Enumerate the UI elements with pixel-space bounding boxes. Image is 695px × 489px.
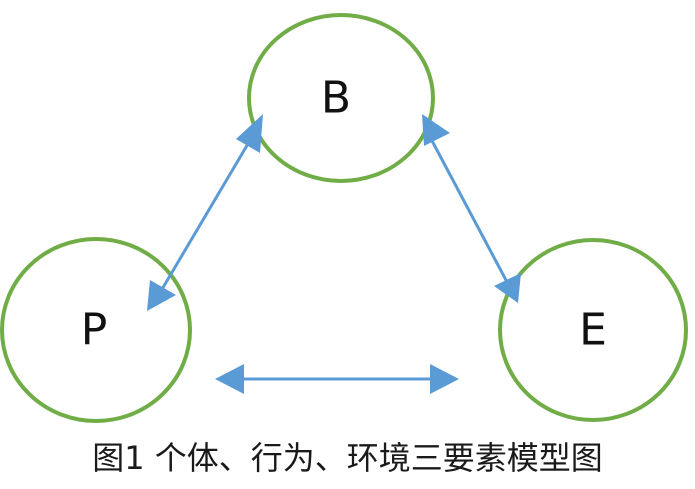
node-p: P — [0, 237, 192, 423]
edge-b-p-arrowhead-top — [236, 114, 263, 153]
edge-p-e — [215, 364, 459, 394]
node-e: E — [498, 238, 688, 422]
node-e-circle — [498, 238, 688, 422]
edge-b-e — [422, 114, 521, 303]
edge-b-p — [147, 114, 263, 311]
edge-b-p-line — [156, 136, 254, 297]
node-b-circle — [247, 13, 435, 183]
edge-p-e-arrowhead-right — [430, 364, 459, 394]
node-p-circle — [0, 237, 192, 423]
node-p-label: P — [81, 305, 108, 356]
node-b: B — [247, 13, 435, 183]
figure-caption: 图1 个体、行为、环境三要素模型图 — [92, 439, 603, 477]
edge-b-p-arrowhead-bottom — [147, 280, 176, 311]
node-e-label: E — [579, 305, 607, 356]
edge-b-e-line — [428, 136, 509, 283]
edge-b-e-arrowhead-bottom — [494, 273, 521, 303]
node-b-label: B — [321, 73, 351, 124]
edge-p-e-arrowhead-left — [215, 364, 244, 394]
edge-b-e-arrowhead-top — [422, 114, 450, 146]
